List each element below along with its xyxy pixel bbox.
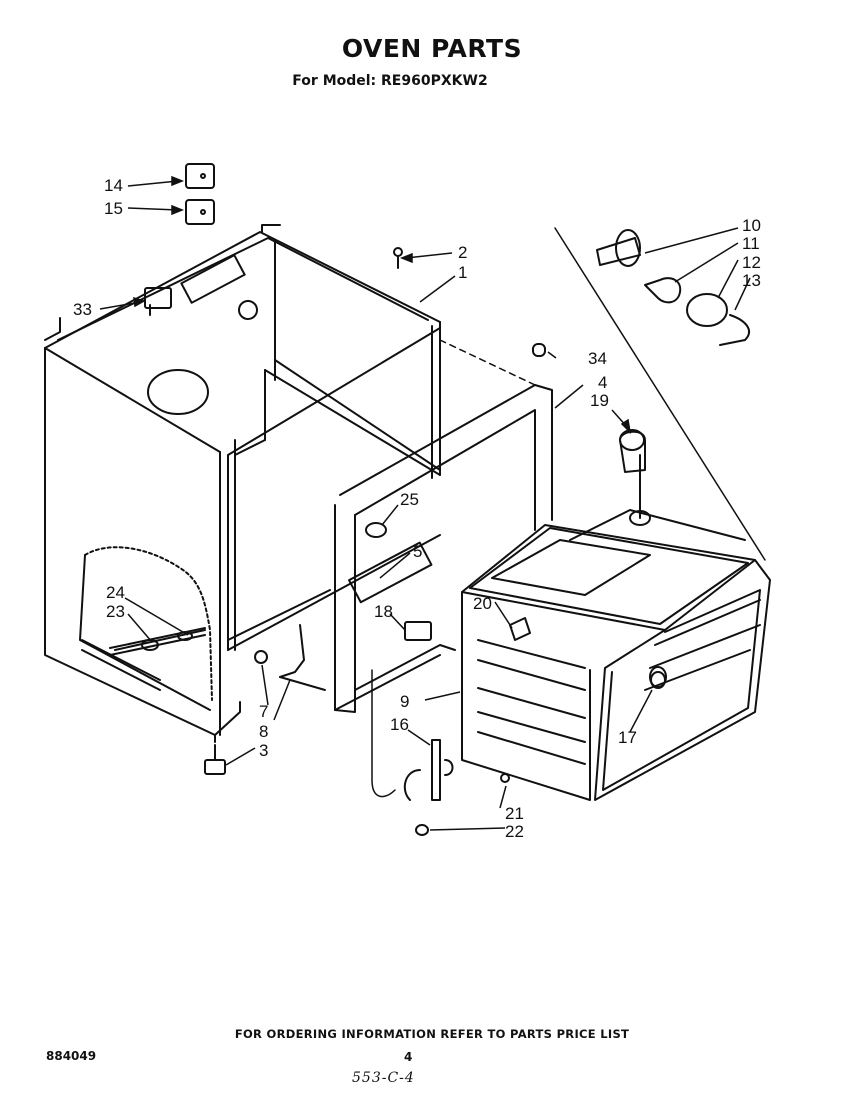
part-18-bracket [404, 621, 432, 641]
callout-19: 19 [590, 391, 609, 410]
page-title: OVEN PARTS [341, 34, 523, 63]
part-23-24-igniter [114, 629, 206, 651]
callout-23: 23 [106, 602, 125, 621]
part-14-connector [185, 163, 215, 189]
page-number: 4 [404, 1050, 413, 1064]
callout-16: 16 [390, 715, 409, 734]
callout-24: 24 [106, 583, 125, 602]
part-20-latch [509, 617, 531, 641]
part-22-washer [415, 824, 429, 836]
part-33-switch [144, 287, 172, 316]
light-assembly [596, 229, 750, 346]
callout-9: 9 [400, 692, 409, 711]
callout-18: 18 [374, 602, 393, 621]
part-34-plug [532, 343, 546, 357]
callout-20: 20 [473, 594, 492, 613]
callout-13: 13 [742, 271, 761, 290]
callout-1: 1 [458, 263, 467, 282]
part-3-leg [204, 744, 226, 775]
part-17-plug [650, 671, 666, 689]
part-19-cover [619, 430, 646, 473]
callout-7: 7 [259, 702, 268, 721]
callout-33: 33 [73, 300, 92, 319]
part-21-screw [500, 773, 510, 783]
part-15-connector [185, 199, 215, 225]
callout-12: 12 [742, 253, 761, 272]
callout-17: 17 [618, 728, 637, 747]
callout-25: 25 [400, 490, 419, 509]
model-subtitle: For Model: RE960PXKW2 [292, 73, 488, 89]
callout-11: 11 [742, 234, 760, 253]
oven-cabinet-body [44, 224, 441, 743]
callout-21: 21 [505, 804, 524, 823]
callout-5: 5 [413, 542, 422, 561]
ordering-instruction: FOR ORDERING INFORMATION REFER TO PARTS … [234, 1027, 630, 1041]
callout-14: 14 [104, 176, 123, 195]
document-number: 884049 [46, 1049, 97, 1063]
callout-8: 8 [259, 722, 268, 741]
part-7-grommet [254, 650, 268, 664]
callout-22: 22 [505, 822, 524, 841]
callout-34: 34 [588, 349, 607, 368]
part-8-bracket [279, 624, 326, 691]
front-frame [334, 384, 553, 713]
callout-3: 3 [259, 741, 268, 760]
callout-10: 10 [742, 216, 761, 235]
callout-15: 15 [104, 199, 123, 218]
part-16-hinge [403, 739, 454, 801]
callout-4: 4 [598, 373, 607, 392]
part-2-screw [393, 247, 403, 269]
callout-labels: 14 15 33 2 1 34 4 19 10 11 12 13 25 5 18… [73, 176, 761, 841]
oven-liner [461, 429, 771, 801]
handwritten-note: 553-C-4 [352, 1070, 415, 1086]
callout-2: 2 [458, 243, 467, 262]
part-25-bracket [365, 522, 387, 538]
